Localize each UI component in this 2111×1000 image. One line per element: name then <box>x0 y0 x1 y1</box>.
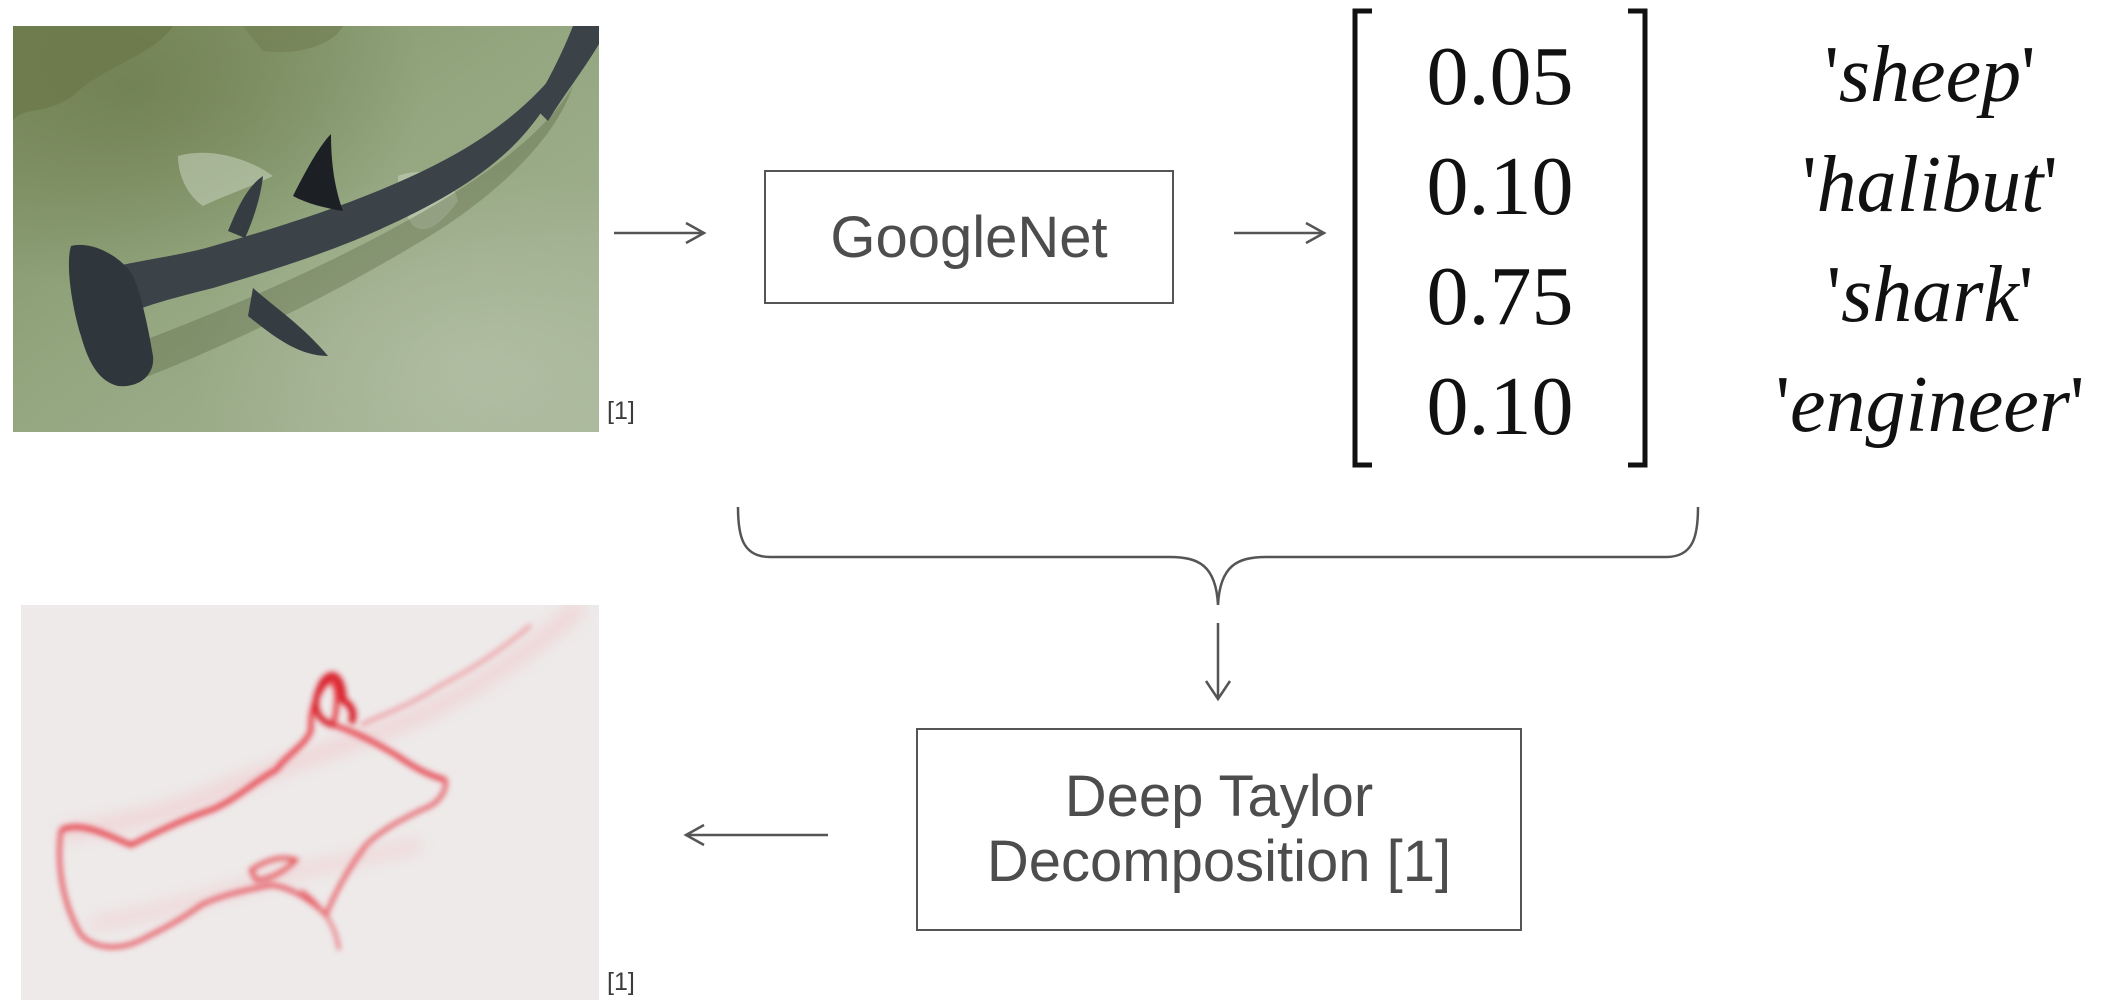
googlenet-box: GoogleNet <box>764 170 1174 304</box>
input-image-reference: [1] <box>607 397 635 425</box>
output-value-sheep: 0.05 <box>1426 30 1574 123</box>
class-label-shark: 'shark' <box>1826 251 2034 339</box>
arrow-image-to-network <box>614 221 707 245</box>
deep-taylor-decomposition-box: Deep Taylor Decomposition [1] <box>916 728 1522 931</box>
heatmap-image-reference: [1] <box>607 968 635 996</box>
arrow-network-to-output <box>1234 221 1327 245</box>
arrow-explainer-to-heatmap <box>683 823 828 847</box>
output-value-shark: 0.75 <box>1426 250 1574 343</box>
combine-brace <box>736 506 1700 702</box>
output-value-halibut: 0.10 <box>1426 140 1574 233</box>
class-label-halibut: 'halibut' <box>1802 141 2058 229</box>
output-value-engineer: 0.10 <box>1426 360 1574 453</box>
input-shark-photo <box>13 26 599 432</box>
output-vector-brackets <box>1352 8 1648 468</box>
dtd-label-line2: Decomposition [1] <box>986 828 1452 894</box>
relevance-heatmap <box>21 605 599 1000</box>
class-label-sheep: 'sheep' <box>1824 31 2036 119</box>
dtd-label-line1: Deep Taylor <box>1064 763 1374 829</box>
class-label-engineer: 'engineer' <box>1775 361 2085 449</box>
googlenet-label: GoogleNet <box>830 204 1108 270</box>
